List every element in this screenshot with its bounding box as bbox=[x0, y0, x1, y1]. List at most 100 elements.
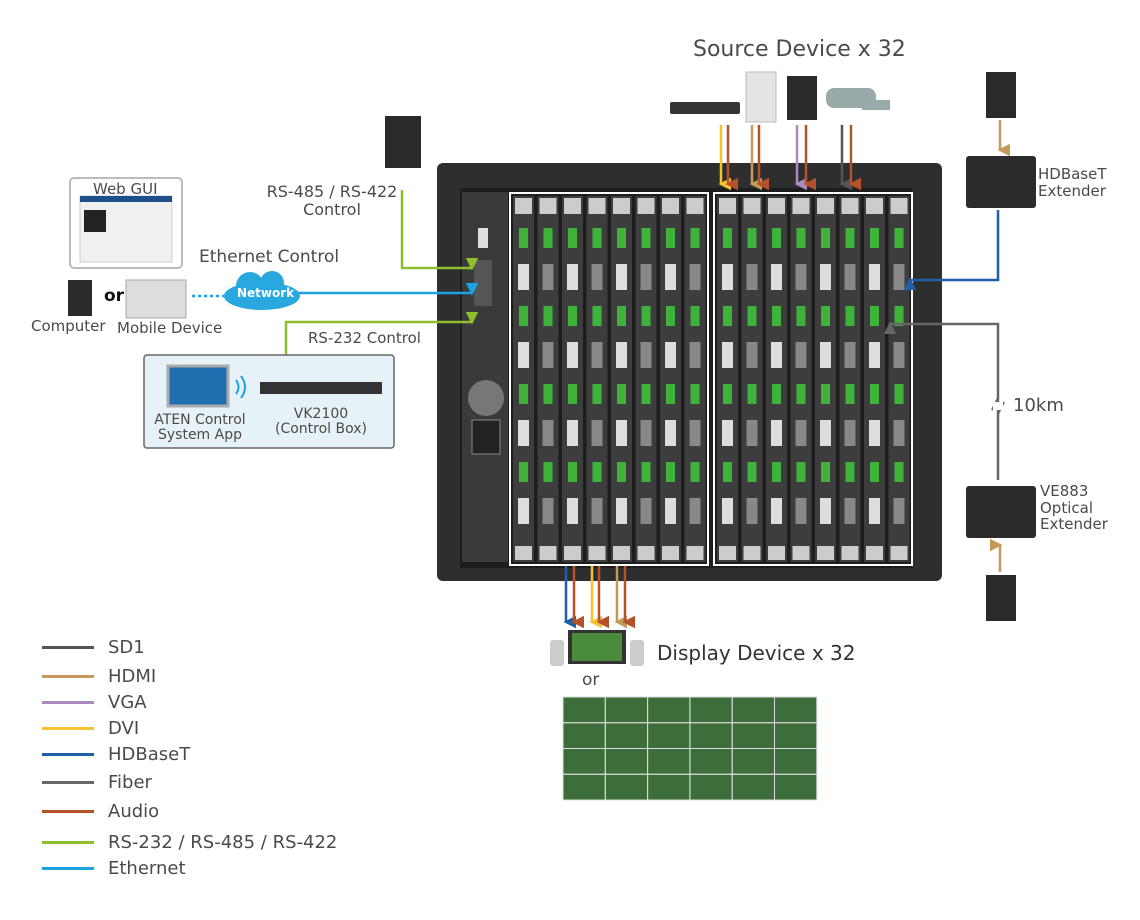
legend-label: DVI bbox=[108, 717, 140, 739]
terminal-block bbox=[666, 228, 675, 248]
terminal-block bbox=[617, 228, 626, 248]
legend-label: Fiber bbox=[108, 771, 152, 793]
card-latch bbox=[841, 198, 859, 214]
mobile-device-icon bbox=[125, 279, 187, 319]
legend-item: Audio bbox=[42, 800, 160, 822]
terminal-block bbox=[666, 306, 675, 326]
card-latch bbox=[539, 546, 557, 560]
video-port bbox=[518, 264, 529, 290]
card-latch bbox=[564, 198, 581, 214]
video-port bbox=[820, 264, 831, 290]
video-port bbox=[844, 420, 856, 446]
terminal-block bbox=[870, 462, 879, 482]
mobile-device-label: Mobile Device bbox=[117, 319, 223, 337]
legend-label: SD1 bbox=[108, 636, 145, 658]
card-latch bbox=[662, 546, 679, 560]
terminal-block bbox=[568, 228, 577, 248]
video-port bbox=[722, 342, 733, 368]
card-latch bbox=[539, 198, 557, 214]
video-port bbox=[771, 498, 782, 524]
terminal-block bbox=[821, 306, 830, 326]
terminal-block bbox=[592, 462, 602, 482]
video-port bbox=[795, 342, 807, 368]
video-port bbox=[567, 498, 578, 524]
video-port bbox=[616, 264, 627, 290]
video-port bbox=[869, 264, 880, 290]
terminal-block bbox=[519, 306, 528, 326]
terminal-block bbox=[617, 384, 626, 404]
terminal-block bbox=[821, 462, 830, 482]
legend-label: HDMI bbox=[108, 665, 157, 687]
workstation-icon bbox=[745, 71, 777, 123]
video-port bbox=[640, 264, 652, 290]
terminal-block bbox=[894, 306, 904, 326]
legend-swatch bbox=[42, 700, 94, 704]
card-latch bbox=[841, 546, 859, 560]
vk2100-label: VK2100 (Control Box) bbox=[274, 406, 367, 438]
tablet-icon bbox=[166, 364, 230, 408]
terminal-block bbox=[568, 384, 577, 404]
terminal-block bbox=[845, 384, 855, 404]
card-latch bbox=[743, 198, 761, 214]
terminal-block bbox=[747, 462, 757, 482]
terminal-block bbox=[870, 384, 879, 404]
card-latch bbox=[890, 546, 908, 560]
video-port bbox=[542, 264, 554, 290]
cable bbox=[400, 190, 479, 271]
terminal-block bbox=[747, 228, 757, 248]
terminal-block bbox=[617, 306, 626, 326]
terminal-block bbox=[641, 306, 651, 326]
card-latch bbox=[792, 546, 810, 560]
legend-swatch bbox=[42, 726, 94, 730]
video-port bbox=[640, 420, 652, 446]
terminal-block bbox=[519, 384, 528, 404]
video-port bbox=[689, 342, 701, 368]
card-latch bbox=[613, 546, 630, 560]
cable bbox=[284, 312, 479, 355]
terminal-block bbox=[592, 306, 602, 326]
terminal-block bbox=[845, 462, 855, 482]
terminal-block bbox=[796, 306, 806, 326]
legend-swatch bbox=[42, 752, 94, 756]
terminal-block bbox=[543, 462, 553, 482]
card-latch bbox=[686, 546, 704, 560]
terminal-block bbox=[821, 228, 830, 248]
card-latch bbox=[564, 546, 581, 560]
terminal-block bbox=[796, 228, 806, 248]
video-port bbox=[771, 420, 782, 446]
legend-item: HDMI bbox=[42, 665, 157, 687]
video-port bbox=[893, 342, 905, 368]
video-port bbox=[542, 342, 554, 368]
legend-label: Audio bbox=[108, 800, 160, 822]
video-port bbox=[591, 342, 603, 368]
card-latch bbox=[613, 198, 630, 214]
wall-tile bbox=[774, 773, 818, 801]
legend-label: VGA bbox=[108, 691, 147, 713]
pc-tower-icon bbox=[385, 116, 421, 168]
display-monitor-icon bbox=[550, 630, 644, 666]
video-port bbox=[722, 498, 733, 524]
terminal-block bbox=[641, 384, 651, 404]
card-latch bbox=[662, 198, 679, 214]
card-latch bbox=[768, 198, 785, 214]
video-port bbox=[616, 498, 627, 524]
network-label: Network bbox=[237, 286, 295, 300]
legend-label: Ethernet bbox=[108, 857, 186, 879]
video-port bbox=[518, 342, 529, 368]
card-latch bbox=[637, 546, 655, 560]
video-port bbox=[616, 342, 627, 368]
terminal-block bbox=[519, 228, 528, 248]
terminal-block bbox=[690, 462, 700, 482]
video-port bbox=[820, 498, 831, 524]
video-port bbox=[844, 342, 856, 368]
terminal-block bbox=[845, 306, 855, 326]
video-port bbox=[771, 264, 782, 290]
card-latch bbox=[743, 546, 761, 560]
video-port bbox=[640, 498, 652, 524]
video-port bbox=[689, 264, 701, 290]
legend-item: VGA bbox=[42, 691, 147, 713]
distance-label: 10km bbox=[1013, 395, 1064, 416]
legend-item: HDBaseT bbox=[42, 744, 190, 765]
